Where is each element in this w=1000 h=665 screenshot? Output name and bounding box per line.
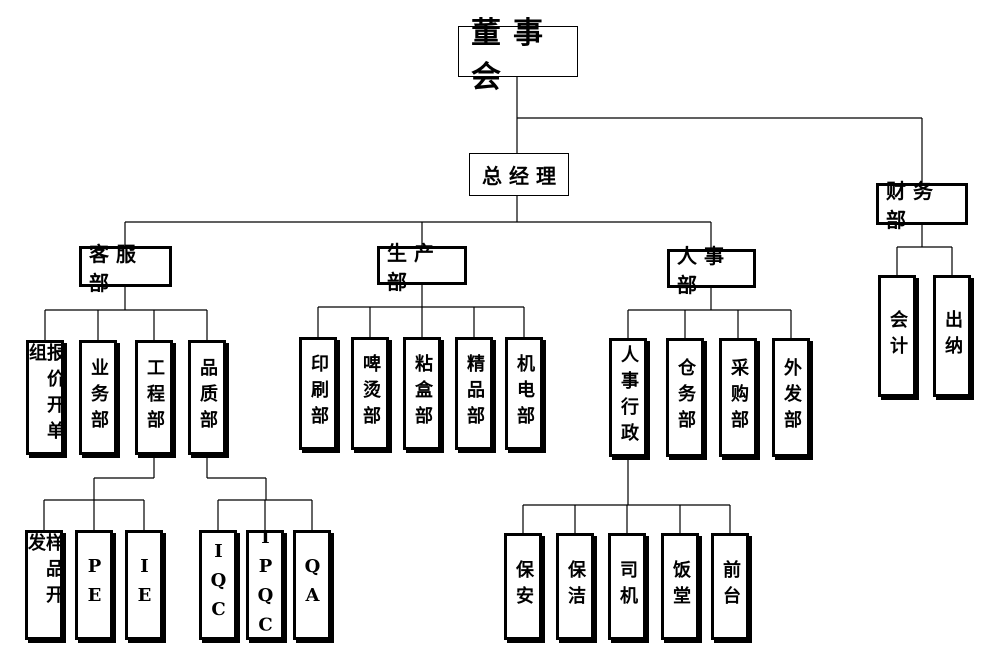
iqc-node: IQC: [199, 530, 237, 640]
cleaning-node: 保洁: [556, 533, 594, 640]
box-gluing-dept-node: 粘盒部: [403, 337, 441, 450]
board-node: 董事会: [458, 16, 578, 95]
production-dept-node: 生产部: [377, 241, 467, 294]
cashier-node: 出纳: [933, 275, 971, 397]
hr-dept-node: 人事部: [667, 244, 756, 297]
purchasing-dept-node: 采购部: [719, 338, 757, 457]
ie-node: IE: [125, 530, 163, 640]
pe-node: PE: [75, 530, 113, 640]
finance-dept-node: 财务部: [876, 179, 968, 232]
qa-node: QA: [293, 530, 331, 640]
die-cut-dept-node: 啤烫部: [351, 337, 389, 450]
customer-service-dept-node: 客服部: [79, 242, 172, 295]
accounting-node: 会计: [878, 275, 916, 397]
front-desk-node: 前台: [711, 533, 749, 640]
quality-dept-node: 品质部: [188, 340, 226, 455]
outsourcing-dept-node: 外发部: [772, 338, 810, 457]
printing-dept-node: 印刷部: [299, 337, 337, 450]
canteen-node: 饭堂: [661, 533, 699, 640]
hr-admin-node: 人事行政: [609, 338, 647, 457]
sample-dev-node: 样品开发: [25, 530, 64, 640]
mechanical-dept-node: 机电部: [505, 337, 543, 450]
general-manager-node: 总经理: [469, 153, 569, 196]
quote-group-node: 报价开单组: [26, 340, 65, 455]
warehouse-dept-node: 仓务部: [666, 338, 704, 457]
sales-dept-node: 业务部: [79, 340, 117, 455]
security-node: 保安: [504, 533, 542, 640]
ipqc-node: IPQC: [246, 527, 284, 643]
premium-dept-node: 精品部: [455, 337, 493, 450]
driver-node: 司机: [608, 533, 646, 640]
engineering-dept-node: 工程部: [135, 340, 173, 455]
